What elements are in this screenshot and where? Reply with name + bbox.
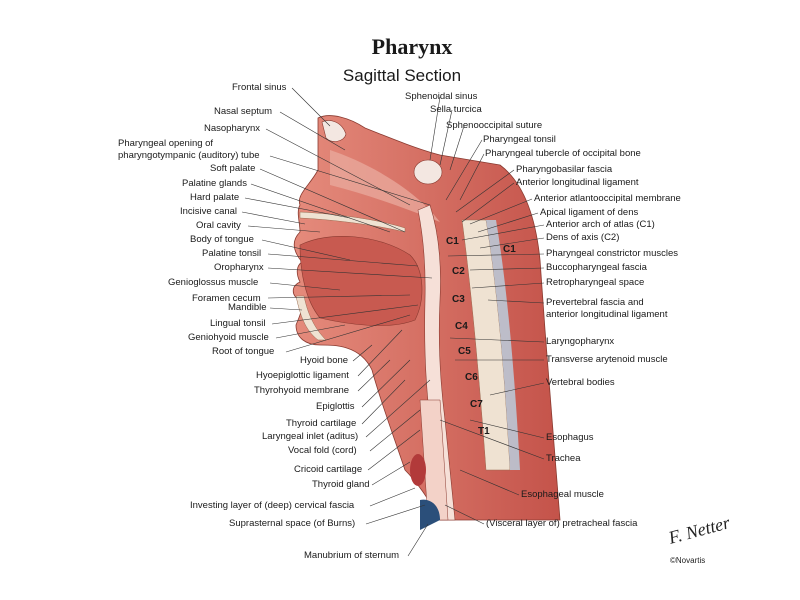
label-palatine-glands: Palatine glands	[182, 178, 247, 189]
label-nasopharynx: Nasopharynx	[204, 123, 260, 134]
label-hyoid-bone: Hyoid bone	[300, 355, 349, 366]
label-genioglossus-muscle: Genioglossus muscle	[168, 277, 259, 288]
label-root-of-tongue: Root of tongue	[212, 346, 275, 357]
label-sella-turcica: Sella turcica	[430, 104, 482, 115]
vertebra-label-c5: C5	[458, 346, 471, 357]
label-anterior-arch-of-atlas: Anterior arch of atlas (C1)	[546, 219, 655, 230]
label-sphenoidal-sinus: Sphenoidal sinus	[405, 91, 478, 102]
manubrium-shape	[420, 499, 440, 530]
vertebra-label-c6: C6	[465, 372, 478, 383]
label-manubrium-of-sternum: Manubrium of sternum	[304, 550, 400, 561]
sphenoidal-sinus-shape	[413, 159, 443, 185]
vertebra-label-c4: C4	[455, 321, 468, 332]
label-palatine-tonsil: Palatine tonsil	[202, 248, 262, 259]
label-apical-ligament-of-dens: Apical ligament of dens	[540, 207, 639, 218]
label-vertebral-bodies: Vertebral bodies	[546, 377, 615, 388]
diagram-title: Pharynx	[371, 34, 453, 59]
nasal-cavity-shape	[330, 150, 440, 222]
label-pharyngeal-opening: Pharyngeal opening of	[118, 138, 214, 149]
label-hard-palate: Hard palate	[190, 192, 240, 203]
label-dens-of-axis: Dens of axis (C2)	[546, 232, 620, 243]
label-oropharynx: Oropharynx	[214, 262, 264, 273]
label-anterior-longitudinal-ligament: anterior longitudinal ligament	[546, 309, 668, 320]
diagram-subtitle: Sagittal Section	[342, 66, 462, 85]
label-anterior-atlantooccipital-membrane: Anterior atlantooccipital membrane	[534, 193, 681, 204]
trachea-shape	[419, 399, 449, 521]
vertebra-label-c7: C7	[470, 399, 483, 410]
vertebra-label-t1: T1	[478, 426, 490, 437]
vertebra-label-c1-posterior: C1	[503, 244, 516, 255]
label-laryngopharynx: Laryngopharynx	[546, 336, 615, 347]
thyroid-gland-shape	[410, 454, 426, 486]
label-nasal-septum: Nasal septum	[214, 106, 273, 117]
label-soft-palate: Soft palate	[210, 163, 256, 174]
label-pharyngotympanic-tube: pharyngotympanic (auditory) tube	[118, 150, 260, 161]
label-esophagus: Esophagus	[546, 432, 594, 443]
label-pharyngeal-constrictor-muscles: Pharyngeal constrictor muscles	[546, 248, 678, 259]
prevertebral-fascia-shape	[486, 220, 520, 470]
label-esophageal-muscle: Esophageal muscle	[521, 489, 604, 500]
label-prevertebral-fascia: Prevertebral fascia and	[546, 297, 644, 308]
label-suprasternal-space: Suprasternal space (of Burns)	[229, 518, 356, 529]
label-pretracheal-fascia: (Visceral layer of) pretracheal fascia	[486, 518, 638, 529]
label-investing-layer: Investing layer of (deep) cervical fasci…	[190, 500, 355, 511]
label-mandible: Mandible	[228, 302, 267, 313]
label-vocal-fold: Vocal fold (cord)	[288, 445, 357, 456]
label-foramen-cecum: Foramen cecum	[192, 293, 261, 304]
label-transverse-arytenoid-muscle: Transverse arytenoid muscle	[546, 354, 668, 365]
label-buccopharyngeal-fascia: Buccopharyngeal fascia	[546, 262, 647, 273]
label-oral-cavity: Oral cavity	[196, 220, 241, 231]
label-thyrohyoid-membrane: Thyrohyoid membrane	[254, 385, 350, 396]
frontal-sinus-shape	[321, 120, 347, 142]
copyright-notice: ©Novartis	[670, 556, 706, 565]
label-epiglottis: Epiglottis	[316, 401, 355, 412]
label-pharyngobasilar-fascia: Pharyngobasilar fascia	[516, 164, 613, 175]
label-pharyngeal-tubercle: Pharyngeal tubercle of occipital bone	[485, 148, 641, 159]
label-hyoepiglottic-ligament: Hyoepiglottic ligament	[256, 370, 349, 381]
label-incisive-canal: Incisive canal	[180, 206, 238, 217]
label-anterior-longitudinal-ligament-top: Anterior longitudinal ligament	[516, 177, 639, 188]
label-sphenooccipital-suture: Sphenooccipital suture	[446, 120, 543, 131]
label-pharyngeal-tonsil: Pharyngeal tonsil	[483, 134, 556, 145]
label-thyroid-gland: Thyroid gland	[312, 479, 370, 490]
vertebra-label-c1-anterior: C1	[446, 236, 459, 247]
label-frontal-sinus: Frontal sinus	[232, 82, 287, 93]
label-body-of-tongue: Body of tongue	[190, 234, 254, 245]
label-laryngeal-inlet: Laryngeal inlet (aditus)	[262, 431, 359, 442]
label-cricoid-cartilage: Cricoid cartilage	[294, 464, 363, 475]
vertebra-label-c3: C3	[452, 294, 465, 305]
label-geniohyoid-muscle: Geniohyoid muscle	[188, 332, 269, 343]
label-retropharyngeal-space: Retropharyngeal space	[546, 277, 645, 288]
label-thyroid-cartilage: Thyroid cartilage	[286, 418, 357, 429]
tongue-shape	[299, 236, 423, 326]
label-trachea: Trachea	[546, 453, 581, 464]
vertebra-label-c2: C2	[452, 266, 465, 277]
label-lingual-tonsil: Lingual tonsil	[210, 318, 266, 329]
